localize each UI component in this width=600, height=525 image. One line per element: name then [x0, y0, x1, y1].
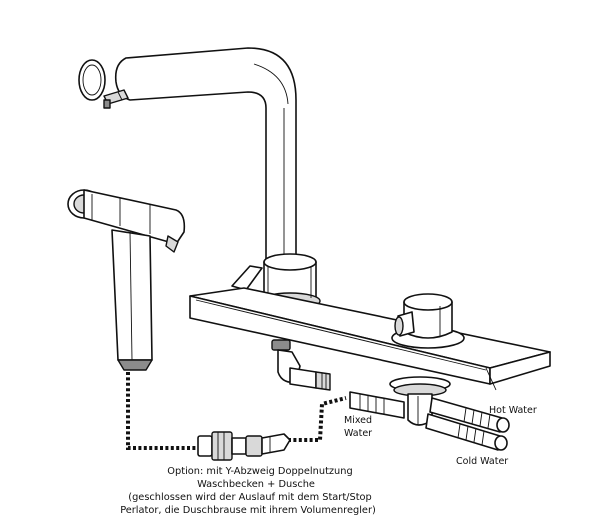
cold-water-hose — [425, 413, 508, 451]
shower-hose — [126, 372, 347, 450]
faucet-spout — [78, 47, 297, 263]
caption-line-2: Waschbecken + Dusche — [197, 479, 315, 490]
hand-shower — [67, 189, 186, 371]
caption-line-1: Option: mit Y-Abzweig Doppelnutzung — [167, 466, 352, 477]
mixed-water-label-line2: Water — [344, 428, 372, 439]
caption-line-4: Perlator, die Duschbrause mit ihrem Volu… — [120, 505, 376, 516]
mixed-water-connector — [271, 339, 331, 391]
mixed-water-label-line1: Mixed — [344, 415, 372, 426]
y-connector — [197, 431, 291, 461]
hot-water-hose — [429, 397, 510, 433]
hot-water-label: Hot Water — [489, 405, 537, 416]
cold-water-label: Cold Water — [456, 456, 508, 467]
mixer-knob — [391, 293, 465, 349]
mixed-water-hose — [349, 391, 405, 419]
mounting-plate — [189, 265, 551, 391]
valve-body — [389, 376, 451, 426]
caption-line-3: (geschlossen wird der Auslauf mit dem St… — [128, 492, 372, 503]
